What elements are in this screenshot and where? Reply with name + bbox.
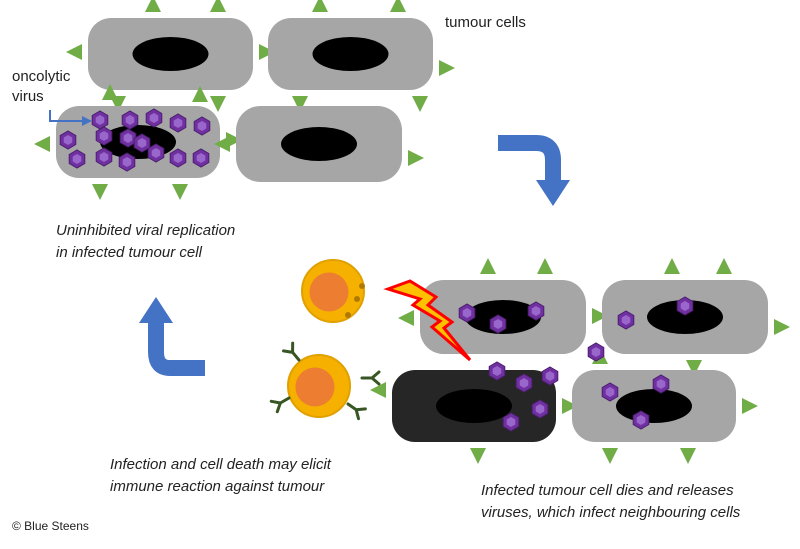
immune-cell-icon <box>287 354 351 418</box>
step1-caption-line2: in infected tumour cell <box>56 244 202 261</box>
nucleus-icon <box>647 300 723 334</box>
virus-icon <box>169 148 187 168</box>
spike-icon <box>562 398 578 414</box>
virus-icon <box>527 301 545 321</box>
pointer-arrow-line <box>49 110 82 122</box>
virus-icon <box>119 128 137 148</box>
spike-icon <box>102 84 118 100</box>
immune-cell-icon <box>301 259 365 323</box>
spike-icon <box>680 448 696 464</box>
virus-icon <box>587 342 605 362</box>
virus-icon <box>541 366 559 386</box>
virus-icon <box>601 382 619 402</box>
virus-icon <box>531 399 549 419</box>
spike-icon <box>716 258 732 274</box>
pointer-arrow-head <box>82 116 92 126</box>
virus-icon <box>676 296 694 316</box>
virus-icon <box>458 303 476 323</box>
granule <box>354 296 360 302</box>
curved-arrow-icon <box>498 135 570 206</box>
virus-icon <box>121 110 139 130</box>
virus-icon <box>193 116 211 136</box>
spike-icon <box>312 0 328 12</box>
step2-caption-line1: Infected tumour cell dies and releases <box>481 482 734 499</box>
nucleus-icon <box>281 127 357 161</box>
antibody-icon <box>281 341 301 362</box>
spike-icon <box>470 448 486 464</box>
nucleus-icon <box>465 300 541 334</box>
virus-icon <box>488 361 506 381</box>
spike-icon <box>398 310 414 326</box>
nucleus-icon <box>132 37 209 71</box>
spike-icon <box>408 150 424 166</box>
oncolytic-virus-label-line1: oncolytic <box>12 68 71 85</box>
step3-caption-line1: Infection and cell death may elicit <box>110 456 331 473</box>
spike-icon <box>480 258 496 274</box>
virus-icon <box>91 110 109 130</box>
virus-icon <box>169 113 187 133</box>
spike-icon <box>214 136 230 152</box>
virus-icon <box>652 374 670 394</box>
step1-caption-line1: Uninhibited viral replication <box>56 222 236 239</box>
spike-icon <box>439 60 455 76</box>
nucleus-icon <box>616 389 692 423</box>
virus-icon <box>617 310 635 330</box>
granule <box>359 283 365 289</box>
virus-icon <box>133 133 151 153</box>
virus-icon <box>632 410 650 430</box>
tumour-cell-lower-right <box>602 280 768 354</box>
virus-icon <box>489 314 507 334</box>
spike-icon <box>66 44 82 60</box>
spike-icon <box>210 0 226 12</box>
spike-icon <box>370 382 386 398</box>
nucleus-icon <box>312 37 389 71</box>
spike-icon <box>774 319 790 335</box>
spike-icon <box>537 258 553 274</box>
virus-icon <box>145 108 163 128</box>
spike-icon <box>686 360 702 376</box>
spike-icon <box>742 398 758 414</box>
virus-icon <box>147 143 165 163</box>
oncolytic-virus-label-line2: virus <box>12 88 44 105</box>
granule <box>345 312 351 318</box>
spike-icon <box>145 0 161 12</box>
spike-icon <box>390 0 406 12</box>
spike-icon <box>192 86 208 102</box>
virus-icon <box>68 149 86 169</box>
lightning-bolt-icon <box>383 279 472 362</box>
virus-icon <box>515 373 533 393</box>
spike-icon <box>34 136 50 152</box>
virus-icon <box>95 147 113 167</box>
antibody-icon <box>360 370 381 386</box>
step3-caption-line2: immune reaction against tumour <box>110 478 325 495</box>
spike-icon <box>664 258 680 274</box>
curved-arrow-icon <box>139 297 205 376</box>
tumour-cell-top-left <box>88 18 253 90</box>
spike-icon <box>92 184 108 200</box>
spike-icon <box>292 96 308 112</box>
spike-icon <box>602 448 618 464</box>
tumour-cell-middle <box>236 106 402 182</box>
virus-icon <box>192 148 210 168</box>
tumour-cell-top-right <box>268 18 433 90</box>
virus-icon <box>502 412 520 432</box>
virus-icon <box>59 130 77 150</box>
copyright-credit: © Blue Steens <box>12 519 89 533</box>
tumour-cell-lower-left <box>420 280 586 354</box>
antibody-icon <box>346 402 367 421</box>
virus-icon <box>118 152 136 172</box>
virus-icon <box>95 126 113 146</box>
spike-icon <box>172 184 188 200</box>
nucleus-icon <box>436 389 512 423</box>
spike-icon <box>592 308 608 324</box>
antibody-icon <box>269 396 291 414</box>
spike-icon <box>259 44 275 60</box>
tumour-cells-label: tumour cells <box>445 14 526 31</box>
step2-caption-line2: viruses, which infect neighbouring cells <box>481 504 741 521</box>
spike-icon <box>412 96 428 112</box>
spike-icon <box>210 96 226 112</box>
